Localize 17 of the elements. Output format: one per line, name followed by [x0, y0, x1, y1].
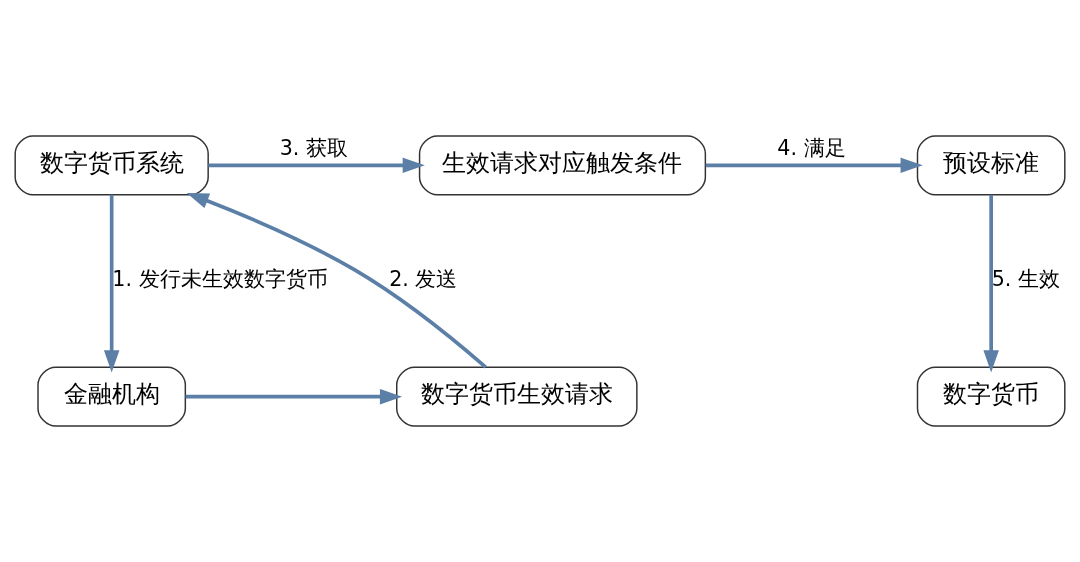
node-box: 预设标准 [916, 135, 1066, 196]
node-box: 金融机构 [37, 366, 187, 427]
node-box: 数字货币系统 [14, 135, 209, 196]
arrow [705, 157, 923, 174]
arrow [208, 157, 425, 174]
node-box: 数字货币 [916, 366, 1066, 427]
edge-label: 3. 获取 [279, 136, 348, 161]
node-box: 数字货币生效请求 [396, 366, 638, 427]
arrow [103, 194, 120, 373]
edge-label: 2. 发送 [389, 267, 458, 292]
edge-label: 5. 生效 [991, 267, 1060, 292]
node-box: 生效请求对应触发条件 [418, 135, 707, 196]
arrow [185, 388, 403, 405]
arrow [186, 192, 487, 369]
arrow [983, 194, 999, 373]
edge-label: 4. 满足 [777, 136, 846, 161]
edge-label: 1. 发行未生效数字货币 [112, 267, 328, 292]
